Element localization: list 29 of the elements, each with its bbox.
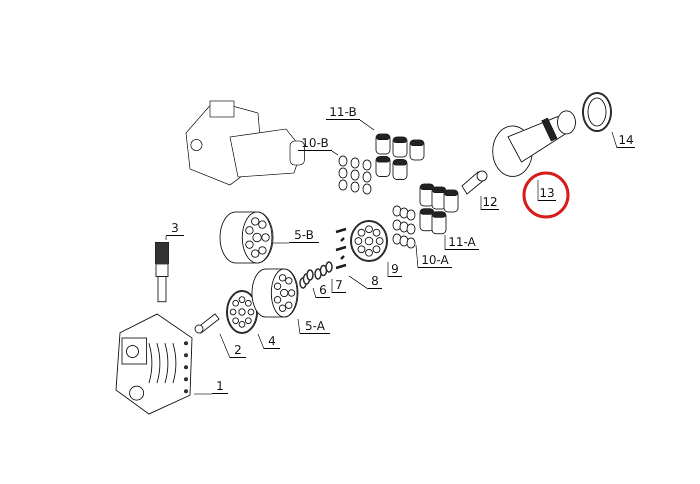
leader-line: [360, 120, 374, 130]
callout-number: 3: [166, 222, 184, 236]
leader-line: [612, 132, 618, 148]
callout-number: 5-A: [300, 320, 330, 334]
leader-line: [332, 150, 338, 156]
callout-number: 11-A: [445, 236, 479, 250]
leader-line: [272, 242, 290, 244]
callout-number: 5-B: [289, 229, 319, 243]
callout-number: 1: [212, 380, 228, 394]
callout-number: 14: [617, 134, 635, 148]
callout-number: 2: [230, 344, 246, 358]
callout-number: 10-A: [418, 254, 452, 268]
leader-line: [444, 234, 446, 250]
callout-number: 10-B: [298, 137, 332, 151]
callout-number: 8: [368, 275, 382, 289]
callout-number: 7: [332, 279, 346, 293]
callout-number: 9: [388, 263, 402, 277]
leader-line: [480, 196, 482, 210]
leader-line: [312, 288, 316, 298]
leader-line: [348, 276, 368, 290]
callout-number: 6: [316, 284, 330, 298]
leader-line: [298, 318, 300, 334]
callout-number: 13: [538, 187, 556, 201]
leader-line: [258, 334, 264, 350]
callout-number: 4: [264, 335, 280, 349]
leader-line: [220, 334, 230, 358]
leader-line: [416, 244, 418, 268]
callout-number: 11-B: [326, 106, 360, 120]
callout-number: 12: [481, 196, 499, 210]
